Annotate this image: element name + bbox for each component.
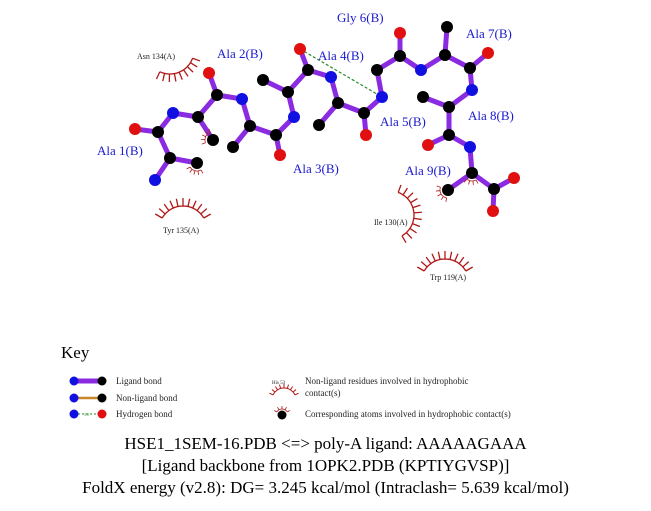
residue-label-ala1: Ala 1(B) — [97, 143, 143, 158]
caption-line-3: FoldX energy (v2.8): DG= 3.245 kcal/mol … — [82, 478, 569, 497]
nitrogen-atom — [167, 107, 179, 119]
nitrogen-atom — [288, 111, 300, 123]
key-example-residue: His 53 — [272, 381, 286, 386]
ligand-atoms — [129, 21, 520, 217]
carbon-atom — [191, 157, 203, 169]
nitrogen-atom — [415, 64, 427, 76]
key-non-ligand-bond-sample — [69, 393, 107, 403]
carbon-atom — [441, 21, 453, 33]
carbon-atom — [442, 184, 454, 196]
residue-label-ala2: Ala 2(B) — [217, 46, 263, 61]
carbon-atom — [358, 107, 370, 119]
residue-label-ala5: Ala 5(B) — [380, 114, 426, 129]
key-ligand-bond-sample — [69, 376, 107, 386]
caption-line-1: HSE1_1SEM-16.PDB <=> poly-A ligand: AAAA… — [124, 434, 527, 453]
hydrophobic-label-tyr135: Tyr 135(A) — [163, 226, 199, 235]
key-atom-spokes — [274, 406, 290, 413]
nitrogen-atom — [325, 71, 337, 83]
carbon-atom — [443, 101, 455, 113]
nitrogen-atom — [376, 91, 388, 103]
carbon-atom — [257, 74, 269, 86]
oxygen-atom — [487, 205, 499, 217]
key-title: Key — [61, 343, 90, 362]
oxygen-atom — [482, 47, 494, 59]
key-non-ligand-bond: Non-ligand bond — [116, 393, 178, 403]
key-non-ligand-residues-cont: contact(s) — [305, 388, 340, 398]
key-arc — [269, 384, 299, 396]
residue-label-ala8: Ala 8(B) — [468, 108, 514, 123]
carbon-atom — [192, 111, 204, 123]
hydrogen-bonds — [299, 48, 383, 98]
residue-label-ala9: Ala 9(B) — [405, 163, 451, 178]
carbon-atom — [332, 97, 344, 109]
key-corresponding-atoms: Corresponding atoms involved in hydropho… — [305, 409, 511, 419]
carbon-atom — [394, 50, 406, 62]
carbon-atom — [152, 126, 164, 138]
hydrogen-bond — [299, 48, 383, 98]
hydrophobic-contacts — [154, 57, 479, 272]
carbon-atom — [211, 89, 223, 101]
residue-label-ala3: Ala 3(B) — [293, 161, 339, 176]
contact-spokes-ca9 — [463, 178, 479, 185]
carbon-atom — [417, 91, 429, 103]
carbon-atom — [207, 134, 219, 146]
carbon-atom — [443, 129, 455, 141]
oxygen-atom — [274, 149, 286, 161]
carbon-atom — [164, 152, 176, 164]
hydrophobic-arc-tyr135 — [154, 198, 212, 219]
oxygen-atom — [360, 129, 372, 141]
hydrophobic-arc-asn134 — [155, 57, 201, 83]
key-contact-atom-icon — [274, 406, 290, 420]
contact-spokes-cb1 — [186, 166, 204, 175]
oxygen-atom — [422, 139, 434, 151]
oxygen-atom — [129, 123, 141, 135]
nitrogen-atom — [149, 174, 161, 186]
carbon-atom — [270, 129, 282, 141]
oxygen-atom — [508, 172, 520, 184]
carbon-atom — [244, 120, 256, 132]
hydrophobic-arc-trp119 — [416, 251, 474, 272]
residue-label-gly6: Gly 6(B) — [337, 10, 384, 25]
key-hydrogen-bond-sample: 3.0 — [69, 409, 107, 419]
residue-label-ala4: Ala 4(B) — [318, 48, 364, 63]
hydrophobic-label-trp119: Trp 119(A) — [430, 273, 466, 282]
carbon-atom — [371, 64, 383, 76]
key-hydrophobic-arc-icon — [269, 384, 299, 396]
carbon-atom — [302, 64, 314, 76]
oxygen-atom — [394, 27, 406, 39]
carbon-atom — [439, 49, 451, 61]
key-hbond-distance: 3.0 — [84, 412, 89, 417]
oxygen-atom — [203, 67, 215, 79]
contact-spokes-cb9 — [436, 185, 448, 202]
caption-line-2: [Ligand backbone from 1OPK2.PDB (KPTIYGV… — [141, 456, 510, 475]
oxygen-atom — [294, 43, 306, 55]
key-hydrogen-bond: Hydrogen bond — [116, 409, 173, 419]
carbon-atom — [466, 167, 478, 179]
key-non-ligand-residues: Non-ligand residues involved in hydropho… — [305, 376, 468, 386]
carbon-atom — [488, 183, 500, 195]
carbon-atom — [464, 62, 476, 74]
carbon-atom — [313, 119, 325, 131]
carbon-atom — [282, 86, 294, 98]
key-ligand-bond: Ligand bond — [116, 376, 162, 386]
nitrogen-atom — [464, 141, 476, 153]
nitrogen-atom — [466, 84, 478, 96]
nitrogen-atom — [236, 93, 248, 105]
carbon-atom — [227, 141, 239, 153]
hydrophobic-label-asn134: Asn 134(A) — [137, 52, 175, 61]
residue-label-ala7: Ala 7(B) — [466, 26, 512, 41]
hydrophobic-label-ile130: Ile 130(A) — [374, 218, 408, 227]
hydrophobic-arc-ile130 — [397, 184, 422, 244]
contact-spokes-cb2 — [200, 128, 211, 145]
